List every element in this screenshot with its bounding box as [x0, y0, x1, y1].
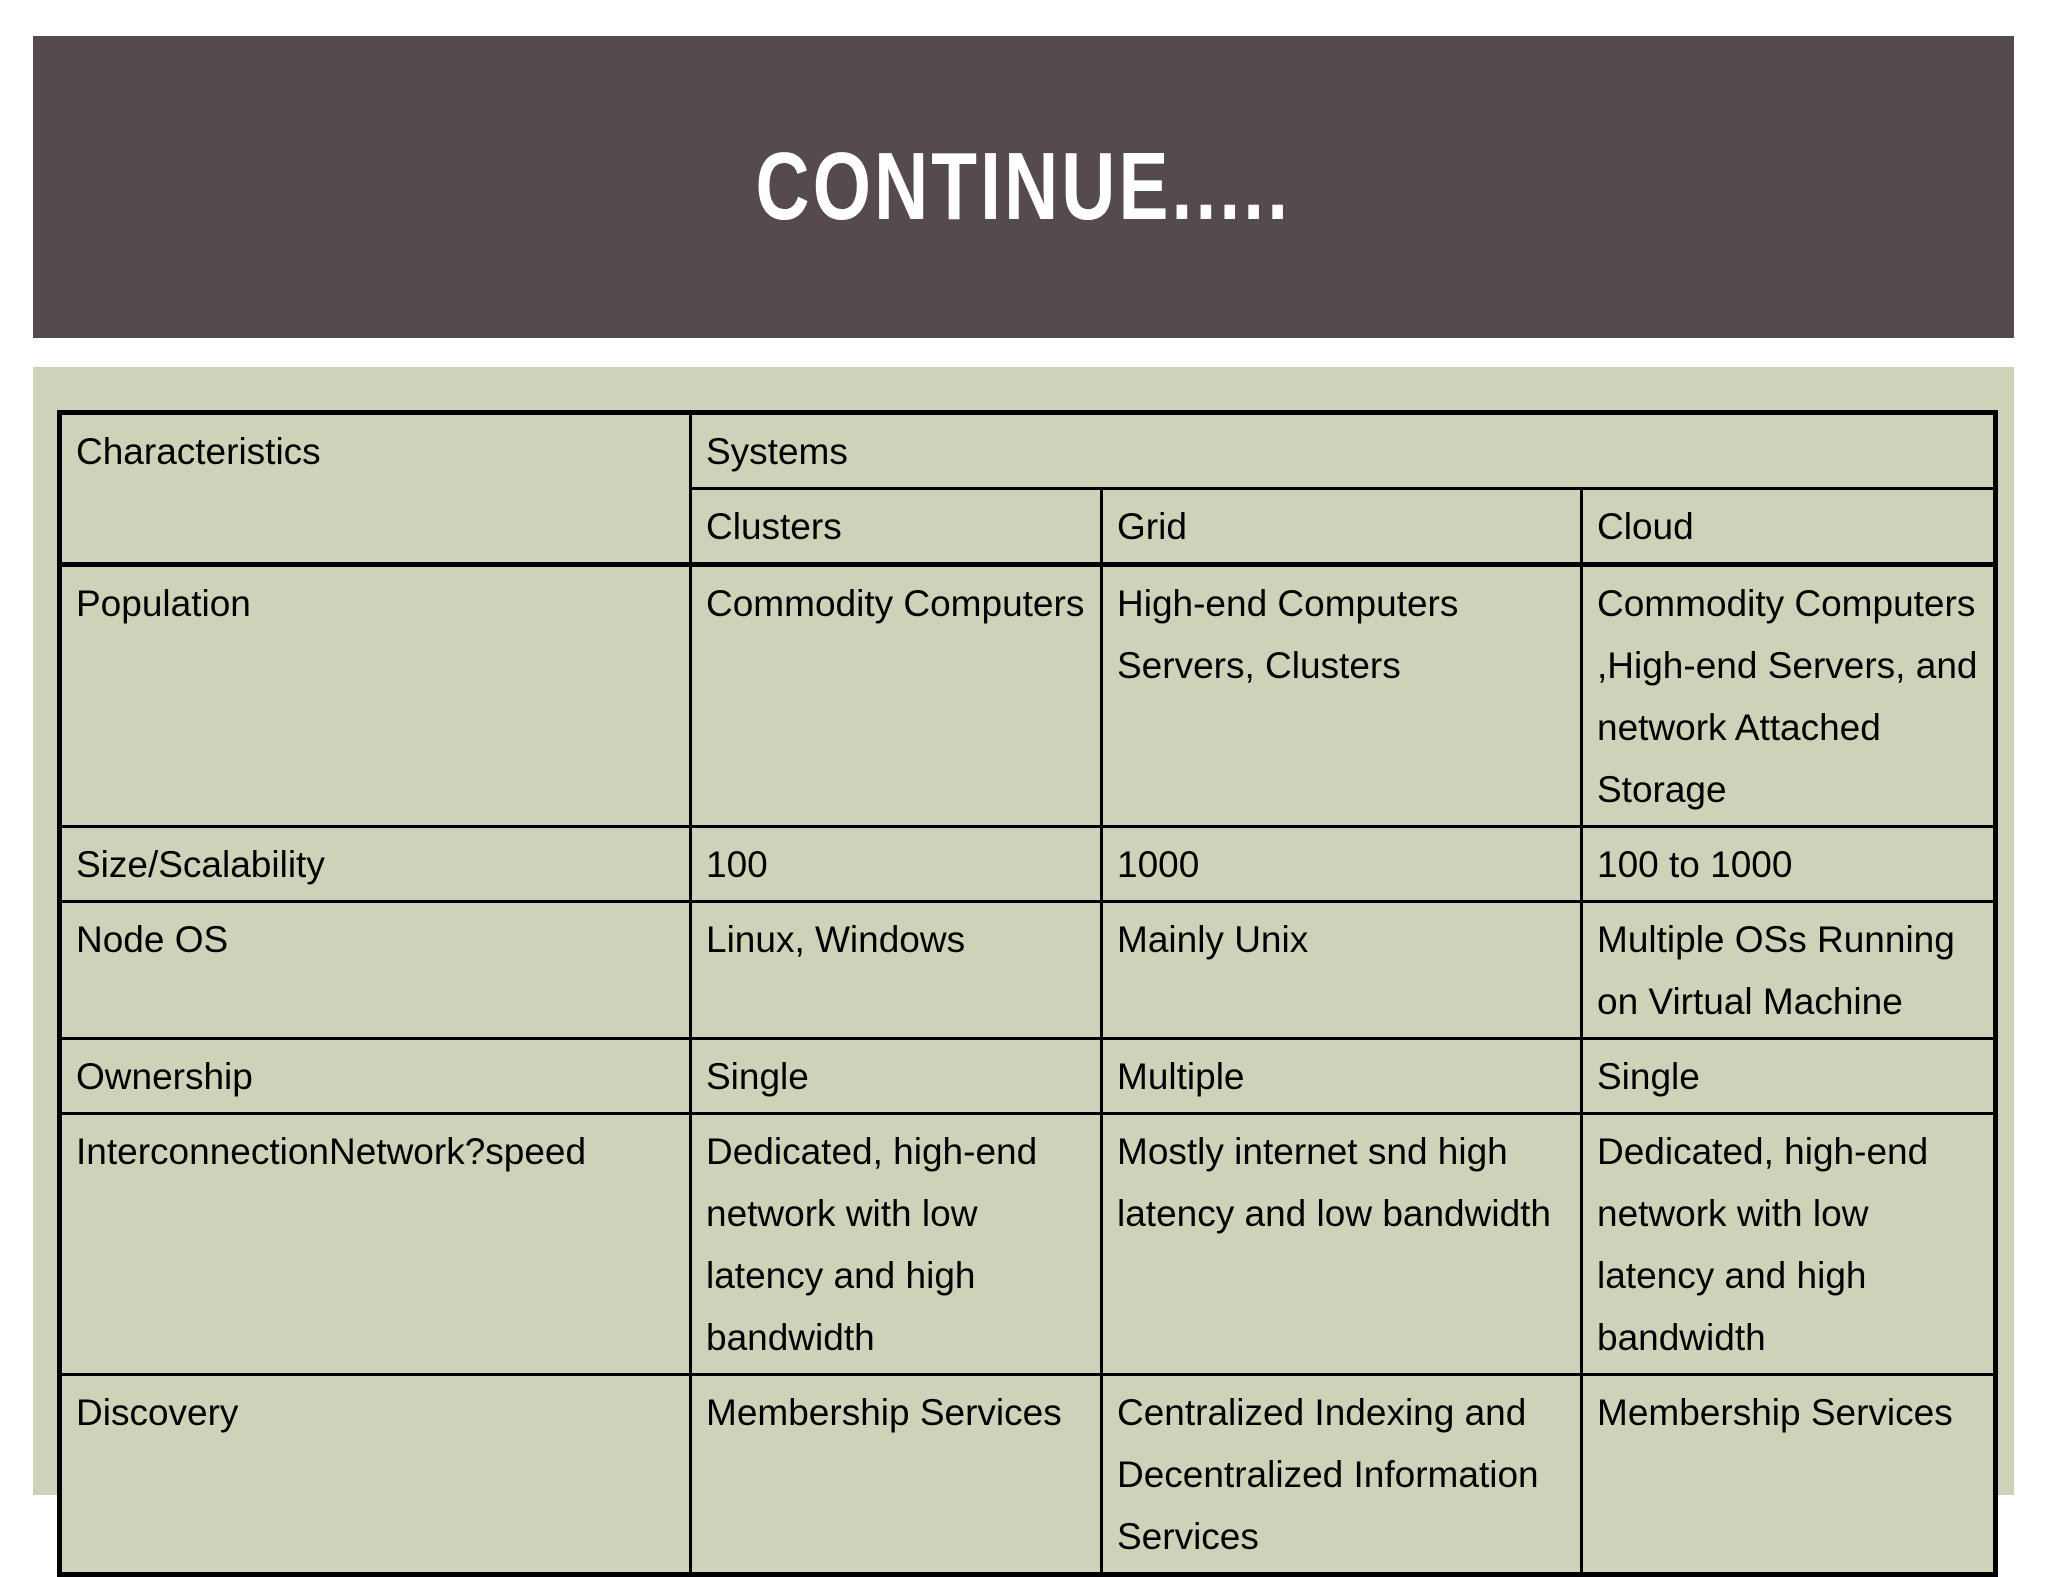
grid-cell: 1000 [1100, 825, 1583, 903]
row-label-cell: Population [58, 562, 692, 828]
slide-header-band: CONTINUE..... [33, 36, 2014, 338]
grid-cell: Mostly internet snd high latency and low… [1100, 1112, 1583, 1376]
row-label-cell: Ownership [58, 1037, 692, 1115]
clusters-cell: Single [689, 1037, 1103, 1115]
cloud-cell: Single [1579, 1037, 1998, 1115]
clusters-cell: Dedicated, high-end network with low lat… [689, 1112, 1103, 1376]
header-row-top: Characteristics Systems [58, 411, 1998, 566]
slide: { "slide": { "title": "CONTINUE.....", "… [33, 36, 2014, 1577]
clusters-cell: 100 [689, 825, 1103, 903]
table-panel: Characteristics Systems Clusters Grid Cl… [33, 367, 2014, 1577]
header-clusters: Clusters [689, 487, 1103, 567]
header-systems: Systems [688, 411, 1998, 490]
clusters-cell: Linux, Windows [689, 900, 1103, 1040]
header-cloud: Cloud [1579, 487, 1998, 567]
row-label-cell: InterconnectionNetwork?speed [58, 1112, 692, 1376]
slide-title: CONTINUE..... [755, 133, 1292, 240]
table-row-node-os: Node OS Linux, Windows Mainly Unix Multi… [58, 900, 1998, 1040]
header-row-systems: Clusters Grid Cloud [60, 487, 1998, 567]
clusters-cell: Commodity Computers [689, 562, 1103, 828]
table-row-size-scalability: Size/Scalability 100 1000 100 to 1000 [58, 825, 1998, 903]
table-row-interconnection-network: InterconnectionNetwork?speed Dedicated, … [58, 1112, 1998, 1376]
cloud-cell: 100 to 1000 [1579, 825, 1998, 903]
table-row-population: Population Commodity Computers High-end … [58, 562, 1998, 828]
row-label-cell: Size/Scalability [58, 825, 692, 903]
clusters-cell: Membership Services [689, 1373, 1103, 1576]
grid-cell: Centralized Indexing and Decentralized I… [1100, 1373, 1583, 1576]
header-characteristics: Characteristics [58, 411, 692, 566]
comparison-table: Characteristics Systems Clusters Grid Cl… [57, 410, 1999, 1577]
cloud-cell: Commodity Computers ,High-end Servers, a… [1579, 562, 1998, 828]
header-grid: Grid [1100, 487, 1583, 567]
row-label-cell: Node OS [58, 900, 692, 1040]
cloud-cell: Dedicated, high-end network with low lat… [1579, 1112, 1998, 1376]
row-label-cell: Discovery [58, 1373, 692, 1576]
grid-cell: Mainly Unix [1100, 900, 1583, 1040]
table-row-ownership: Ownership Single Multiple Single [58, 1037, 1998, 1115]
cloud-cell: Membership Services [1579, 1373, 1998, 1576]
grid-cell: High-end Computers Servers, Clusters [1100, 562, 1583, 828]
table-row-discovery: Discovery Membership Services Centralize… [58, 1373, 1998, 1576]
cloud-cell: Multiple OSs Running on Virtual Machine [1579, 900, 1998, 1040]
grid-cell: Multiple [1100, 1037, 1583, 1115]
